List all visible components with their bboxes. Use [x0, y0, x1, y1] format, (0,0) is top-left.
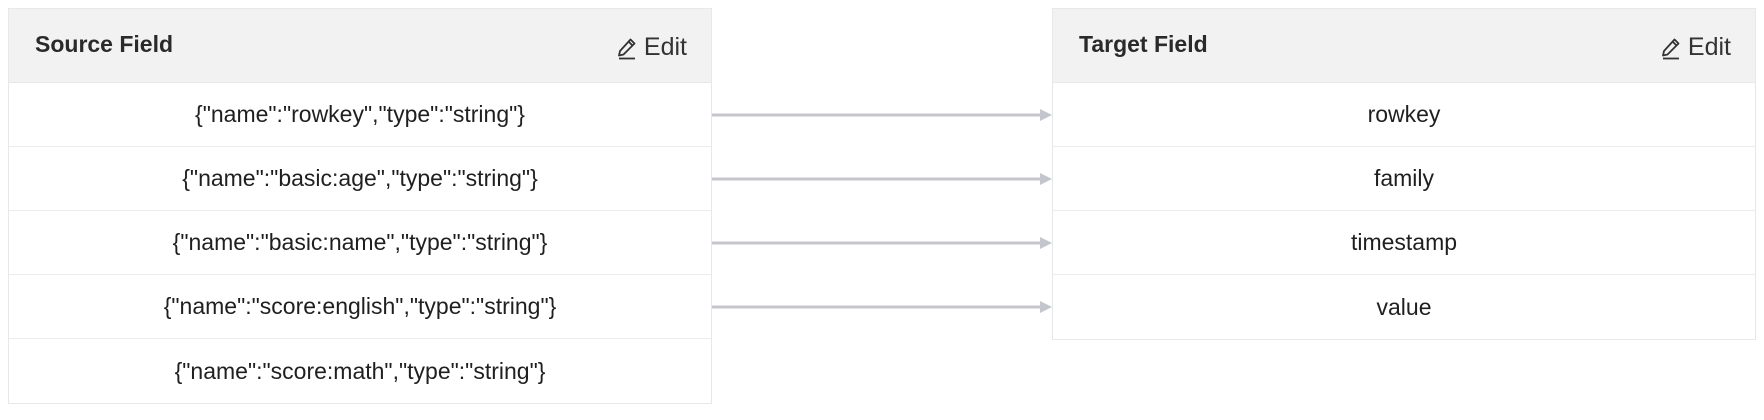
mapping-arrowhead: [1040, 237, 1052, 249]
source-field-header: Source Field Edit: [9, 9, 711, 83]
source-field-panel: Source Field Edit {"name":"rowkey","type…: [8, 8, 712, 404]
pencil-icon: [1660, 36, 1682, 60]
source-edit-button[interactable]: Edit: [616, 33, 687, 62]
target-field-row[interactable]: value: [1376, 293, 1432, 320]
mapping-arrowhead: [1040, 109, 1052, 121]
mapping-arrowhead: [1040, 173, 1052, 185]
source-field-row[interactable]: {"name":"basic:name","type":"string"}: [9, 211, 711, 275]
target-field-row[interactable]: family: [1053, 147, 1755, 211]
source-field-list: {"name":"rowkey","type":"string"} {"name…: [9, 83, 711, 403]
target-field-panel: Target Field Edit rowkey family timestam…: [1052, 8, 1756, 340]
target-field-list: rowkey family timestamp value: [1053, 83, 1755, 339]
target-field-row[interactable]: rowkey: [1053, 83, 1755, 147]
target-field-row[interactable]: timestamp: [1053, 211, 1755, 275]
source-field-row[interactable]: {"name":"basic:age","type":"string"}: [9, 147, 711, 211]
source-field-row[interactable]: {"name":"score:english","type":"string"}: [9, 275, 711, 339]
source-field-row[interactable]: {"name":"score:math","type":"string"}: [174, 357, 546, 384]
source-field-title: Source Field: [35, 31, 174, 57]
target-field-title: Target Field: [1079, 31, 1208, 57]
pencil-icon: [616, 36, 638, 60]
target-edit-label: Edit: [1687, 33, 1731, 61]
target-field-header: Target Field Edit: [1053, 9, 1755, 83]
source-edit-label: Edit: [643, 33, 687, 61]
mapping-arrowhead: [1040, 301, 1052, 313]
source-field-row[interactable]: {"name":"rowkey","type":"string"}: [9, 83, 711, 147]
target-edit-button[interactable]: Edit: [1660, 33, 1731, 62]
